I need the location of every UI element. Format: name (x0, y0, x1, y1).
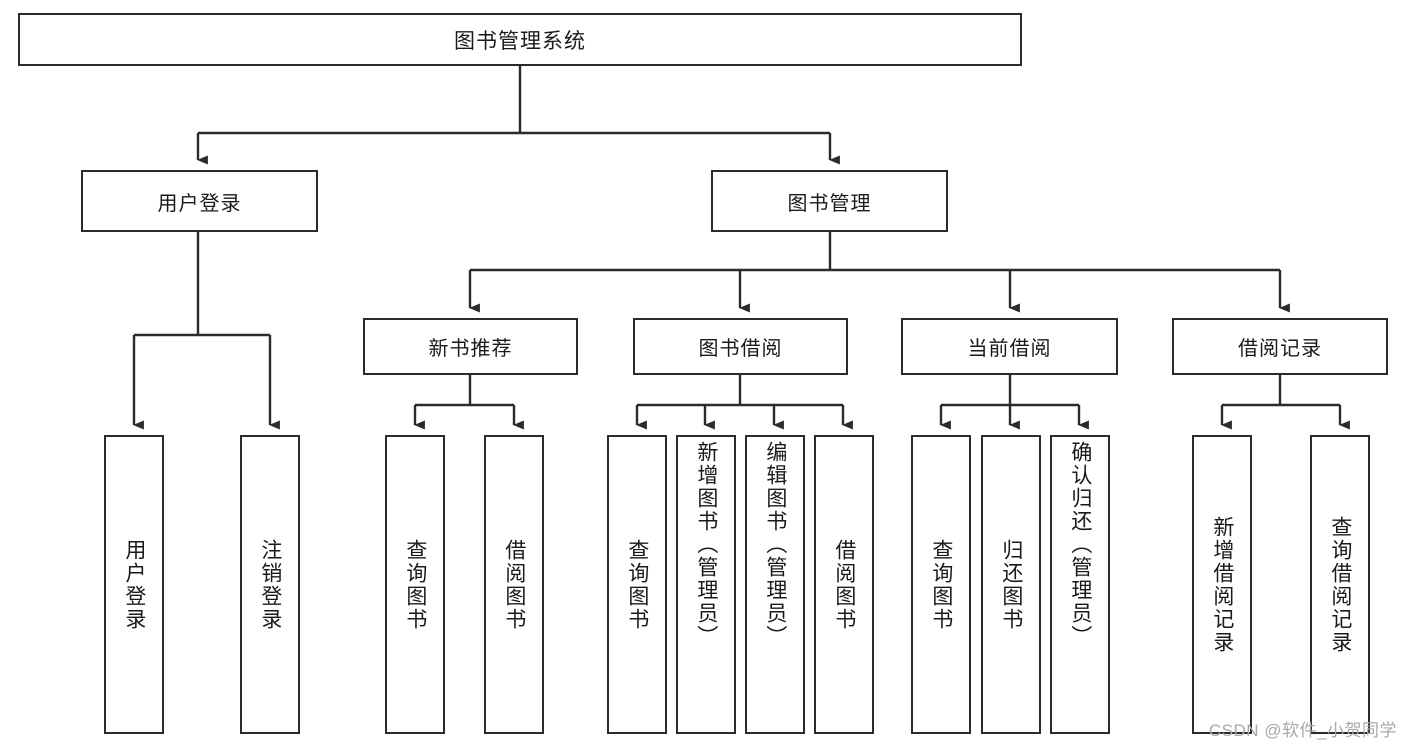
leaf-borrow-borrow-book[interactable]: 借阅图书 (814, 435, 874, 734)
leaf-inner: 查询图书 (387, 437, 443, 732)
leaf-inner: 新增图书（管理员） (678, 437, 734, 736)
leaf-inner: 确认归还（管理员） (1052, 437, 1108, 736)
node-current-borrow[interactable]: 当前借阅 (901, 318, 1118, 375)
leaf-inner: 查询图书 (609, 437, 665, 732)
leaf-current-confirm-return-admin[interactable]: 确认归还（管理员） (1050, 435, 1110, 734)
node-label: 确认归还（管理员） (1068, 441, 1092, 648)
leaf-inner: 查询图书 (913, 437, 969, 732)
node-user-login[interactable]: 用户登录 (81, 170, 318, 232)
node-label: 图书借阅 (698, 338, 783, 360)
leaf-inner: 编辑图书（管理员） (747, 437, 803, 736)
node-label: 新书推荐 (428, 338, 513, 360)
leaf-borrow-add-book-admin[interactable]: 新增图书（管理员） (676, 435, 736, 734)
leaf-borrow-edit-book-admin[interactable]: 编辑图书（管理员） (745, 435, 805, 734)
node-label: 图书管理 (787, 192, 872, 215)
node-book-borrow[interactable]: 图书借阅 (633, 318, 848, 375)
node-root-system[interactable]: 图书管理系统 (18, 13, 1022, 66)
leaf-inner: 注销登录 (242, 437, 298, 732)
node-book-management[interactable]: 图书管理 (711, 170, 948, 232)
node-label: 查询图书 (929, 538, 953, 631)
node-label: 用户登录 (157, 192, 242, 215)
node-label: 编辑图书（管理员） (763, 441, 787, 648)
node-borrow-record[interactable]: 借阅记录 (1172, 318, 1388, 375)
node-label: 用户登录 (122, 538, 146, 631)
leaf-inner: 归还图书 (983, 437, 1039, 732)
node-label: 借阅记录 (1238, 338, 1322, 360)
node-label: 当前借阅 (967, 338, 1052, 360)
leaf-current-return-book[interactable]: 归还图书 (981, 435, 1041, 734)
node-new-book-recommend[interactable]: 新书推荐 (363, 318, 578, 375)
leaf-inner: 查询借阅记录 (1312, 437, 1368, 732)
node-label: 图书管理系统 (454, 29, 586, 53)
node-label: 借阅图书 (832, 538, 856, 631)
leaf-inner: 新增借阅记录 (1194, 437, 1250, 732)
node-label: 借阅图书 (502, 538, 526, 631)
node-label: 查询图书 (403, 538, 427, 631)
leaf-user-login-login[interactable]: 用户登录 (104, 435, 164, 734)
node-label: 查询借阅记录 (1328, 515, 1352, 654)
node-label: 归还图书 (999, 538, 1023, 631)
leaf-record-query-record[interactable]: 查询借阅记录 (1310, 435, 1370, 734)
node-label: 查询图书 (625, 538, 649, 631)
node-label: 新增借阅记录 (1210, 515, 1234, 654)
node-label: 注销登录 (258, 538, 282, 631)
leaf-recommend-query-book[interactable]: 查询图书 (385, 435, 445, 734)
leaf-current-query-book[interactable]: 查询图书 (911, 435, 971, 734)
leaf-record-add-record[interactable]: 新增借阅记录 (1192, 435, 1252, 734)
csdn-watermark: CSDN @软件_小贺同学 (1208, 721, 1397, 740)
leaf-inner: 用户登录 (106, 437, 162, 732)
leaf-user-login-logout[interactable]: 注销登录 (240, 435, 300, 734)
leaf-inner: 借阅图书 (486, 437, 542, 732)
node-label: 新增图书（管理员） (694, 441, 718, 648)
leaf-recommend-borrow-book[interactable]: 借阅图书 (484, 435, 544, 734)
leaf-inner: 借阅图书 (816, 437, 872, 732)
leaf-borrow-query-book[interactable]: 查询图书 (607, 435, 667, 734)
